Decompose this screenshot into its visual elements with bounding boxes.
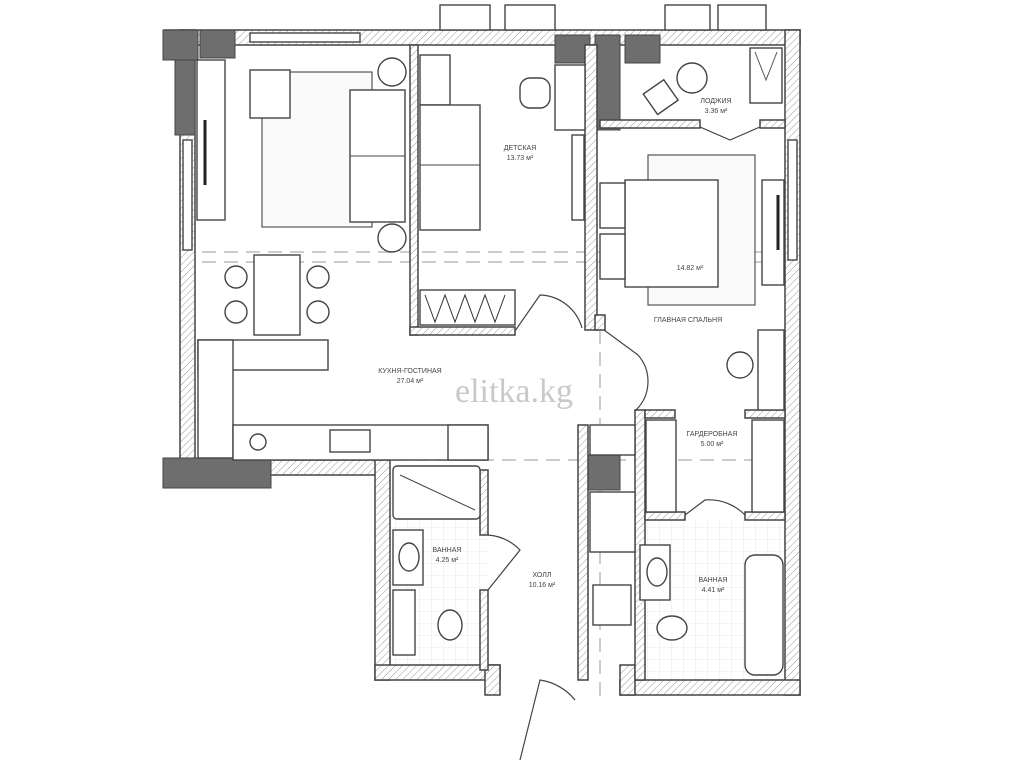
hall-name: ХОЛЛ xyxy=(533,572,552,579)
wardrobe-area: 5.00 м² xyxy=(701,441,724,448)
bath2-name: ВАННАЯ xyxy=(699,577,728,584)
bath2-area: 4.41 м² xyxy=(702,587,725,594)
loggia-area: 3.36 м² xyxy=(705,108,728,115)
bath1-name: ВАННАЯ xyxy=(433,547,462,554)
bedroom-furniture xyxy=(599,47,785,411)
bedroom-area: 14.82 м² xyxy=(677,265,704,272)
columns xyxy=(162,29,661,491)
hall-area: 10.16 м² xyxy=(529,582,556,589)
living-furniture xyxy=(196,57,489,461)
living-area: 27.04 м² xyxy=(397,378,424,385)
room-labels: ДЕТСКАЯ 13.73 м² ЛОДЖИЯ 3.36 м² 14.82 м²… xyxy=(378,98,737,594)
doors xyxy=(487,126,761,761)
living-name: КУХНЯ-ГОСТИНАЯ xyxy=(378,368,441,375)
fixtures xyxy=(392,419,785,676)
bath1-area: 4.25 м² xyxy=(436,557,459,564)
bedroom-name: ГЛАВНАЯ СПАЛЬНЯ xyxy=(654,317,722,324)
kids-room-name: ДЕТСКАЯ xyxy=(504,145,537,152)
wardrobe-name: ГАРДЕРОБНАЯ xyxy=(687,431,738,438)
watermark: elitka.kg xyxy=(455,373,573,410)
loggia-name: ЛОДЖИЯ xyxy=(700,98,731,105)
windows xyxy=(182,4,798,261)
kids-furniture xyxy=(419,54,586,326)
kids-room-area: 13.73 м² xyxy=(507,155,534,162)
